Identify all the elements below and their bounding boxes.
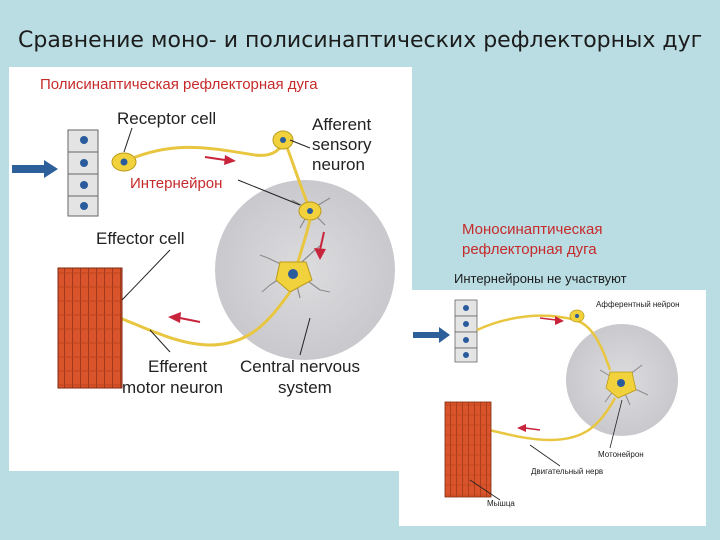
receptor-epithelium (67, 129, 99, 217)
slide-title: Сравнение моно- и полисинаптических рефл… (18, 28, 703, 53)
mono-muscle (444, 401, 492, 498)
stimulus-arrow (12, 160, 58, 178)
efferent-label-line1: Efferent (148, 357, 208, 376)
impulse-direction-arrows (168, 155, 326, 323)
efferent-axon (119, 291, 292, 347)
mono-receptor-epithelium (454, 299, 478, 363)
monosynaptic-diagram: Афферентный нейрон Мотонейрон Двигательн… (413, 299, 680, 508)
afferent-label-line3: neuron (312, 155, 365, 174)
interneuron (291, 197, 331, 229)
effector-cell-label: Effector cell (96, 229, 185, 248)
polysynaptic-diagram: Receptor cell Afferent sensory neuron Ин… (12, 109, 395, 397)
afferent-label-line1: Afferent (312, 115, 372, 134)
cns-label-line2: system (278, 378, 332, 397)
efferent-label-line2: motor neuron (122, 378, 223, 397)
mono-motoneuron-label: Мотонейрон (598, 450, 644, 459)
monosynaptic-note: Интернейроны не участвуют (454, 271, 627, 286)
afferent-axon (127, 141, 287, 162)
mono-efferent-axon (479, 397, 617, 442)
mono-impulse-arrows (517, 316, 564, 432)
leader-lines (121, 127, 311, 356)
interneuron-label: Интернейрон (130, 175, 222, 192)
mono-stimulus-arrow (413, 327, 450, 343)
mono-afferent-label: Афферентный нейрон (596, 300, 680, 309)
mono-motoneuron (599, 364, 649, 406)
receptor-cell-label: Receptor cell (117, 109, 216, 128)
afferent-label-line2: sensory (312, 135, 372, 154)
mono-muscle-label: Мышца (487, 499, 515, 508)
monosynaptic-title: Моносинаптическая рефлекторная дуга (462, 221, 603, 258)
polysynaptic-title: Полисинаптическая рефлекторная дуга (40, 76, 318, 93)
effector-muscle (57, 267, 123, 389)
mono-motor-nerve-label: Двигательный нерв (531, 467, 603, 476)
cns-label-line1: Central nervous (240, 357, 360, 376)
mono-leader-lines (469, 399, 623, 501)
motor-neuron-soma (259, 243, 331, 299)
